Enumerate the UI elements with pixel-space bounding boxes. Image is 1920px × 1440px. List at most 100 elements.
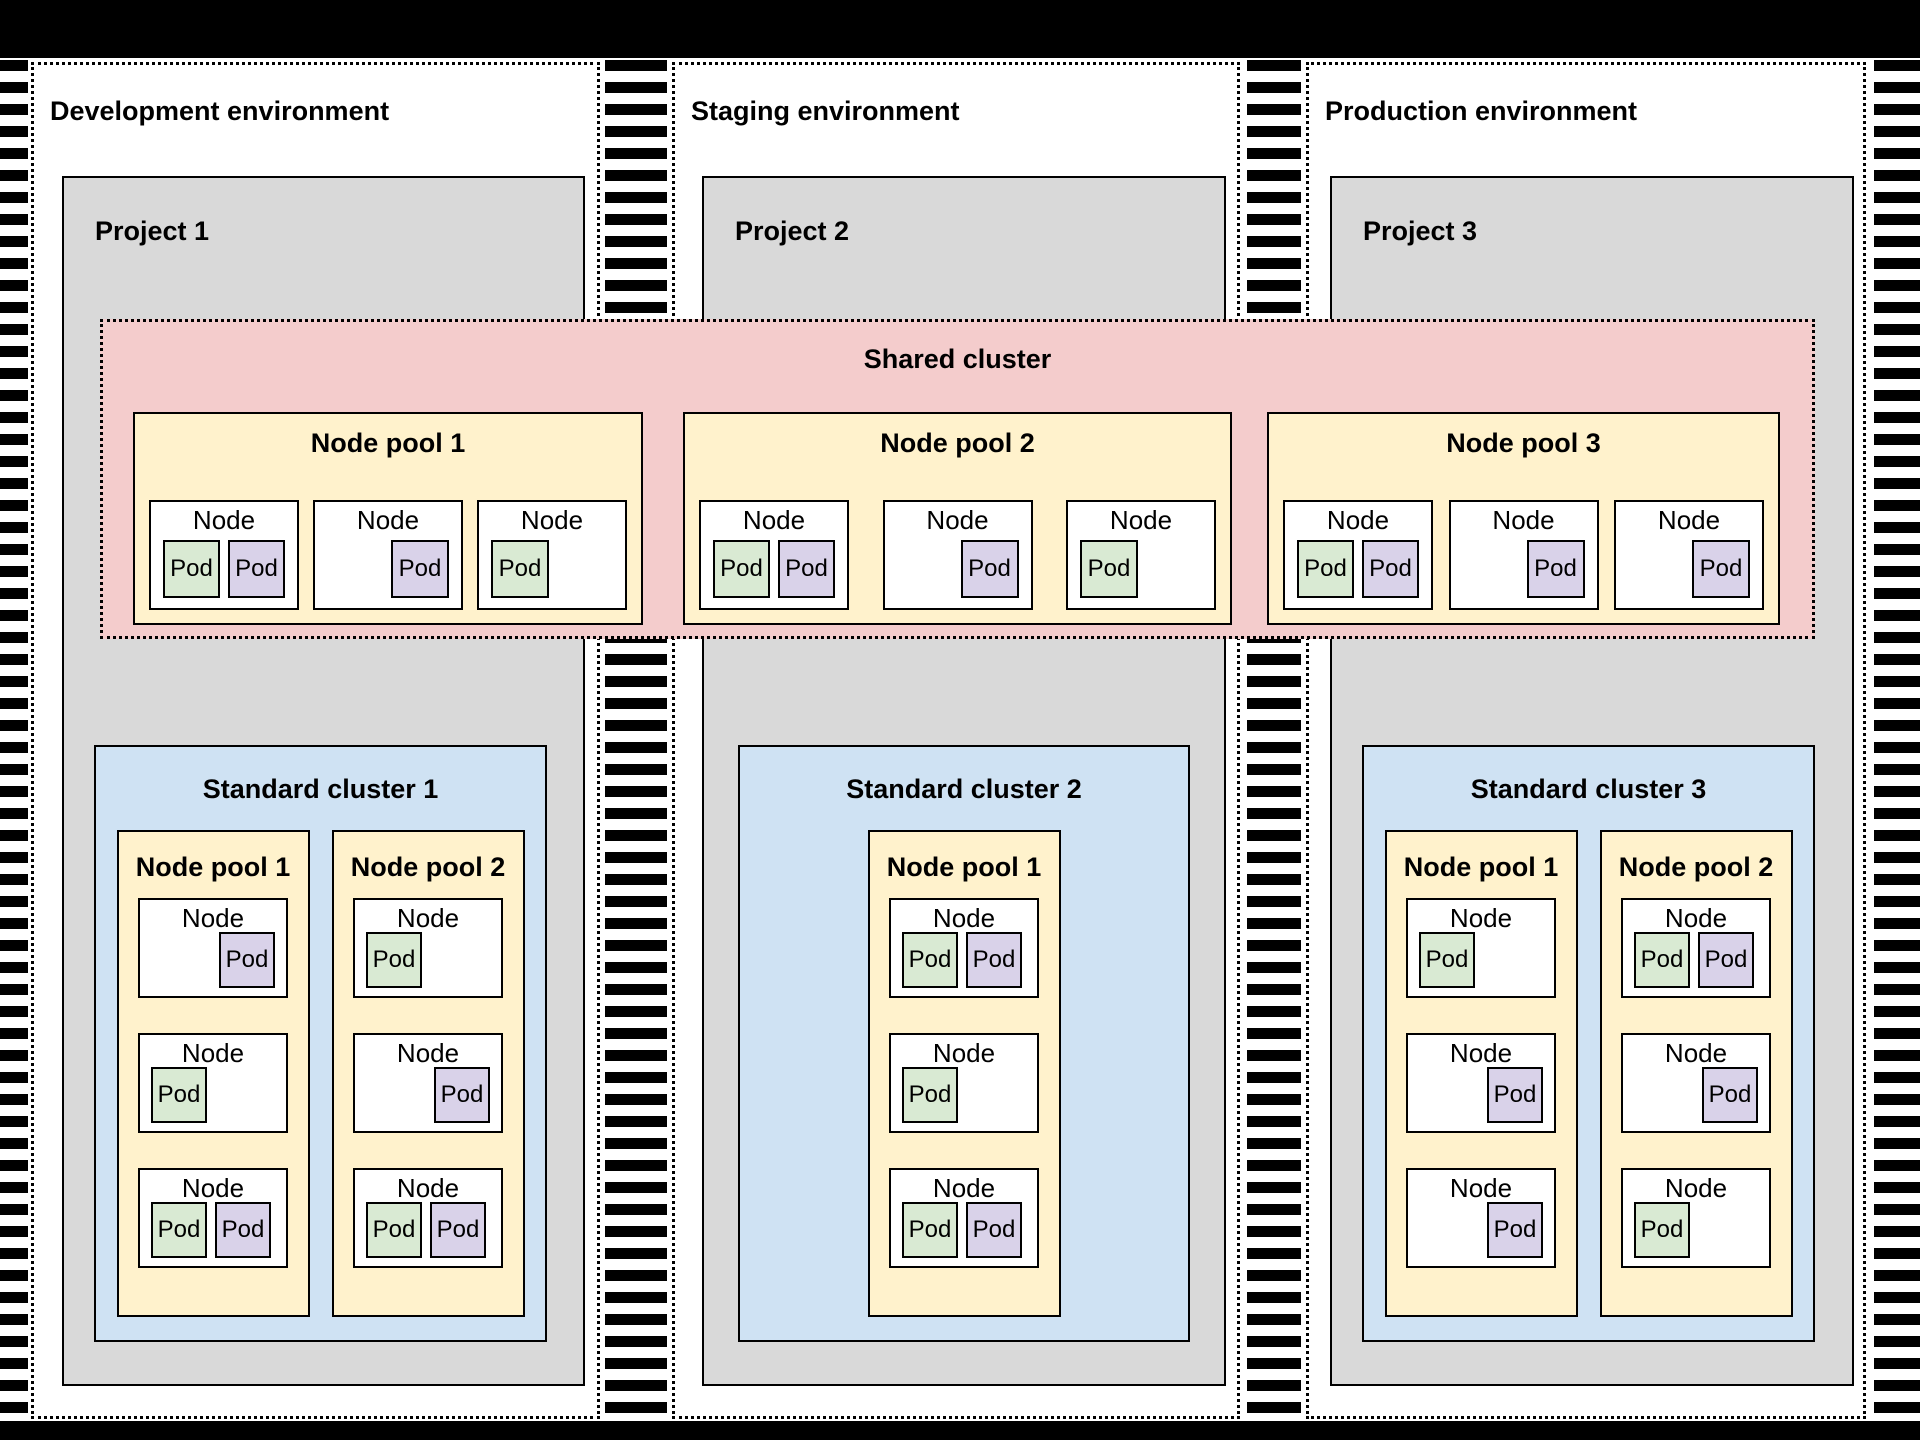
node-label: Node: [396, 903, 460, 933]
standard-cluster-title: Standard cluster 2: [846, 774, 1082, 804]
pod-purple: Pod: [1692, 540, 1750, 598]
pod-green: Pod: [902, 1202, 958, 1258]
pod-row: Pod: [315, 540, 461, 598]
hatched-divider-dev-staging: [600, 58, 672, 1421]
node-label: Node: [192, 505, 256, 535]
pod-row: Pod: [1068, 540, 1214, 598]
pod-green: Pod: [491, 540, 549, 598]
node-pool-title: Node pool 3: [1446, 428, 1601, 458]
pod-green: Pod: [151, 1202, 207, 1258]
node-label: Node: [932, 1038, 996, 1068]
project-box: Project 2 Standard cluster 2 Node pool 1…: [702, 176, 1226, 1386]
pod-row: Pod: [1451, 540, 1597, 598]
node-label: Node: [1492, 505, 1555, 535]
node-label: Node: [1664, 1173, 1728, 1203]
pod-green: Pod: [366, 932, 422, 988]
node-pool-title: Node pool 1: [1403, 852, 1559, 882]
pod-green: Pod: [151, 1067, 207, 1123]
pod-row: Pod: [885, 540, 1031, 598]
pod-green: Pod: [902, 1067, 958, 1123]
pod-green: Pod: [1419, 932, 1475, 988]
pod-purple: Pod: [1487, 1067, 1543, 1123]
pod-purple: Pod: [966, 1202, 1022, 1258]
pod-purple: Pod: [1487, 1202, 1543, 1258]
node-label: Node: [932, 1173, 996, 1203]
pod-green: Pod: [1634, 1202, 1690, 1258]
hatch-stripes: [1874, 60, 1920, 1421]
pod-row: Pod: [1623, 1067, 1769, 1123]
hatch-stripes: [1247, 60, 1301, 1421]
hatch-stripes: [0, 60, 28, 1421]
environment-title: Production environment: [1325, 96, 1638, 126]
pod-row: Pod: [1408, 1202, 1554, 1258]
pod-green: Pod: [1080, 540, 1138, 598]
environment-title: Staging environment: [691, 96, 960, 126]
node-label: Node: [181, 903, 245, 933]
pod-purple: Pod: [1362, 540, 1419, 598]
node-label: Node: [932, 903, 996, 933]
node-label: Node: [396, 1173, 460, 1203]
pod-purple: Pod: [430, 1202, 486, 1258]
pod-row: Pod: [355, 1067, 501, 1123]
hatch-stripes: [605, 60, 667, 1421]
node-label: Node: [396, 1038, 460, 1068]
node-label: Node: [742, 505, 806, 535]
pod-green: Pod: [366, 1202, 422, 1258]
pod-purple: Pod: [215, 1202, 271, 1258]
environment-staging: Staging environment Project 2 Standard c…: [672, 62, 1240, 1419]
hatched-divider-right-edge: [1868, 58, 1920, 1421]
pod-purple: Pod: [1526, 540, 1585, 598]
node-pool-title: Node pool 1: [135, 852, 291, 882]
pod-green: Pod: [1297, 540, 1354, 598]
pod-purple: Pod: [434, 1067, 490, 1123]
environment-production: Production environment Project 3 Standar…: [1306, 62, 1866, 1419]
node-label: Node: [926, 505, 989, 535]
hatched-divider-left-edge: [0, 58, 31, 1421]
node-label: Node: [1109, 505, 1173, 535]
node-label: Node: [1449, 903, 1513, 933]
pod-row: Pod: [479, 540, 625, 598]
environment-title: Development environment: [50, 96, 390, 126]
pod-row: Pod: [1616, 540, 1762, 598]
pod-purple: Pod: [960, 540, 1019, 598]
node-label: Node: [181, 1038, 245, 1068]
pod-row: Pod: [1623, 1202, 1769, 1258]
node-label: Node: [356, 505, 420, 535]
pod-purple: Pod: [219, 932, 275, 988]
